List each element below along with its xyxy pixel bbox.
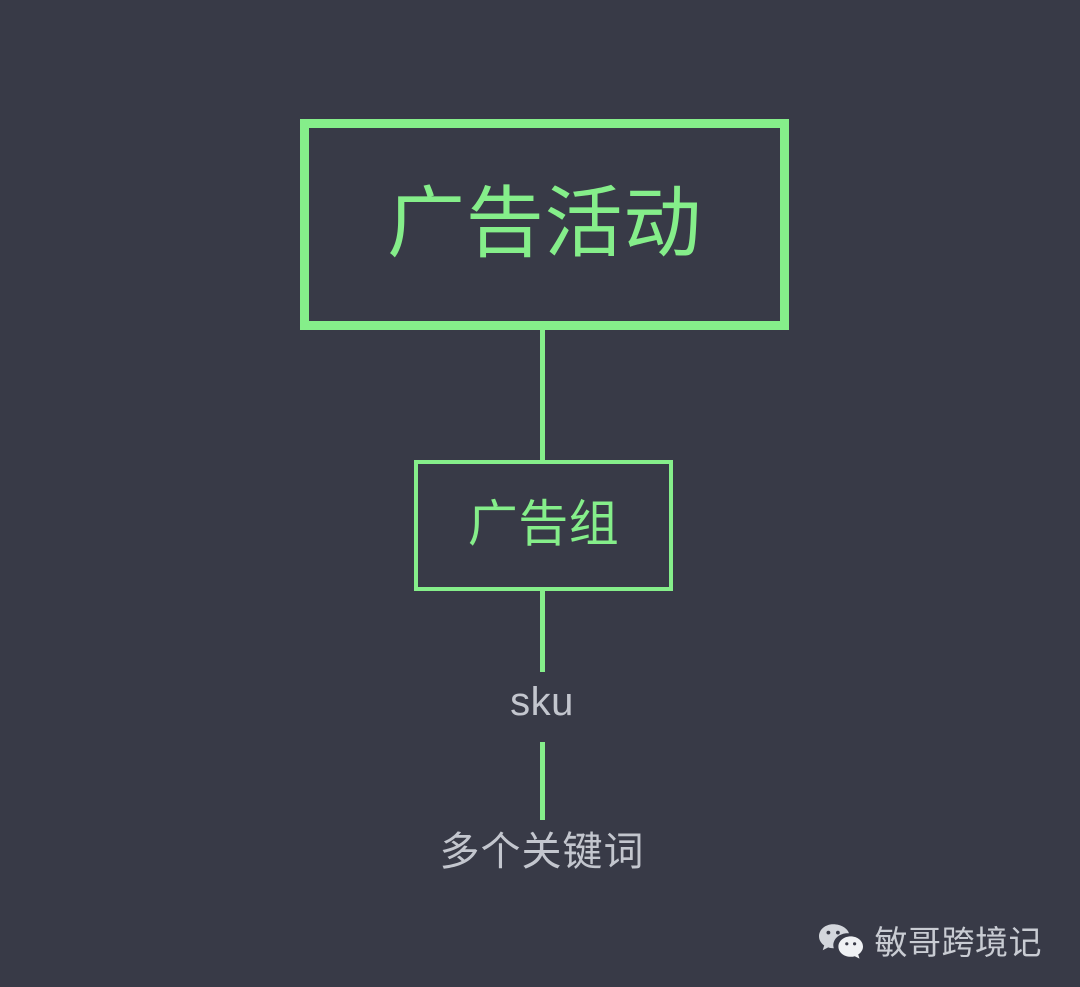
connector-campaign-to-adgroup [540,326,545,463]
connector-adgroup-to-sku [540,588,545,672]
node-sku-label: sku [510,680,574,724]
watermark: 敏哥跨境记 [818,923,1043,963]
node-campaign-label: 广告活动 [386,178,703,267]
node-keywords-label: 多个关键词 [439,830,645,874]
wechat-icon [818,924,863,959]
node-campaign: 广告活动 [300,119,789,330]
connector-sku-to-keywords [540,742,545,820]
node-adgroup-label: 广告组 [467,496,620,552]
watermark-text: 敏哥跨境记 [874,923,1042,961]
node-adgroup: 广告组 [414,460,673,591]
